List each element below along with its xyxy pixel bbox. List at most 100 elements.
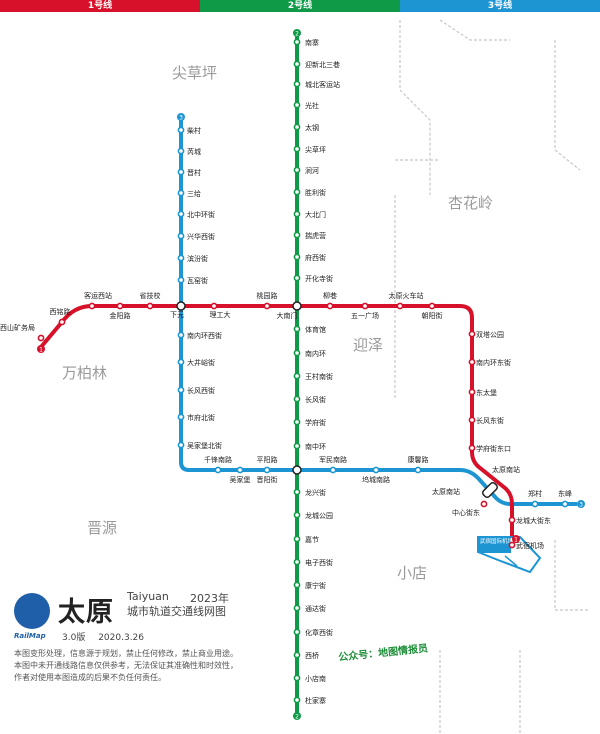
station-name: 西铭路 (50, 307, 71, 316)
version-date: 2020.3.26 (98, 633, 145, 643)
map-subtitle: 城市轨道交通线网图 (127, 605, 226, 618)
station-name: 胜利街 (305, 188, 326, 197)
station-marker (177, 276, 185, 284)
notice-line: 本图变形处理，信息源于规划，禁止任何修改，禁止商业用途。 (14, 649, 238, 658)
station-name: 军民南路 (319, 455, 347, 464)
station-name: 长风东街 (476, 416, 504, 425)
svg-text:1: 1 (39, 347, 43, 354)
station-name: 滨汾街 (187, 254, 208, 263)
district-label: 尖草坪 (172, 64, 217, 82)
line1-badge-left (37, 345, 45, 353)
station-marker (177, 386, 185, 394)
district-label: 杏花岭 (448, 194, 493, 212)
station-marker (116, 302, 124, 310)
station-name: 太原南站 (492, 465, 520, 474)
station-marker (263, 302, 271, 310)
station-name: 通达街 (305, 604, 326, 613)
station-name: 南寨 (305, 38, 319, 47)
svg-text:2: 2 (295, 714, 299, 721)
station-marker (293, 674, 301, 682)
station-name: 客运西站 (84, 291, 112, 300)
station-marker (293, 349, 301, 357)
line-end-badges: 2 2 3 3 1 1 (37, 29, 585, 721)
station-name: 南内环 (305, 349, 326, 358)
interchange-xiayuan (176, 301, 186, 311)
station-marker (214, 466, 222, 474)
station-name: 南内环西街 (187, 331, 222, 340)
planned-lines (394, 19, 590, 734)
station-name: 柴村 (187, 126, 201, 135)
svg-text:3: 3 (579, 502, 583, 509)
station-name: 南中环 (305, 442, 326, 451)
map-title: 太原 (58, 597, 114, 628)
station-marker (293, 395, 301, 403)
station-marker (177, 210, 185, 218)
station-name: 三给 (187, 189, 201, 198)
station-marker (177, 168, 185, 176)
station-marker (468, 358, 476, 366)
station-name: 金阳路 (110, 311, 131, 320)
station-marker (468, 330, 476, 338)
station-name: 学府街 (305, 418, 326, 427)
line3-track (179, 118, 577, 506)
station-marker (88, 302, 96, 310)
station-marker (293, 145, 301, 153)
station-name: 平阳路 (257, 455, 278, 464)
station-marker (37, 334, 45, 342)
station-name: 东太堡 (476, 388, 497, 397)
station-marker (468, 416, 476, 424)
station-name: 桃园路 (257, 291, 278, 300)
version-info: 3.0版 2020.3.26 (62, 630, 144, 643)
line2-badge-top (293, 29, 301, 37)
station-marker (177, 331, 185, 339)
station-marker (293, 101, 301, 109)
line2-legend: 2号线 (200, 0, 400, 12)
station-name: 康宁街 (305, 581, 326, 590)
station-names: 西山矿务局西铭路客运西站金阳路省技校下元理工大桃园路大南门柳巷五一广场太原火车站… (0, 38, 572, 705)
interchange-dananmen (292, 301, 302, 311)
station-marker (293, 442, 301, 450)
station-marker (177, 126, 185, 134)
svg-text:武宿国际机场: 武宿国际机场 (480, 537, 514, 545)
station-marker (561, 500, 569, 508)
station-marker (293, 511, 301, 519)
station-name: 东峰 (558, 489, 572, 498)
station-marker (177, 358, 185, 366)
station-name: 吴家堡北街 (187, 441, 222, 450)
station-name: 芮城 (187, 147, 201, 156)
station-marker (480, 500, 488, 508)
station-name: 郑村 (528, 489, 542, 498)
station-name: 南内环东街 (476, 358, 511, 367)
station-name: 揣虎营 (305, 231, 326, 240)
station-marker (293, 628, 301, 636)
station-marker (293, 418, 301, 426)
station-name: 化章西街 (305, 628, 333, 637)
notice-line: 本图中未开通线路信息仅供参考，无法保证其准确性和时效性， (14, 661, 238, 670)
station-name: 太原火车站 (389, 291, 424, 300)
interchange-stations (176, 301, 498, 498)
station-marker (396, 302, 404, 310)
station-marker (293, 38, 301, 46)
station-name: 理工大 (210, 310, 231, 319)
station-name: 兴华西街 (187, 232, 215, 241)
station-marker (293, 123, 301, 131)
station-name: 开化寺街 (305, 274, 333, 283)
line3-badge-right (577, 500, 585, 508)
station-name: 康馨路 (408, 455, 429, 464)
station-dots (37, 38, 569, 704)
station-marker (468, 388, 476, 396)
station-name: 体育馆 (305, 325, 326, 334)
svg-text:3: 3 (179, 115, 183, 122)
line-legend-bar: 1号线 2号线 3号线 (0, 0, 600, 12)
brand-label: RailMap (14, 632, 46, 640)
line1-track (39, 304, 514, 537)
station-name: 龙兴街 (305, 488, 326, 497)
airport-icon: 武宿国际机场 (477, 536, 542, 574)
railmap-logo-icon (14, 593, 50, 629)
station-marker (468, 444, 476, 452)
station-marker (263, 466, 271, 474)
station-name: 光社 (305, 101, 319, 110)
station-marker (508, 516, 516, 524)
district-label: 晋源 (87, 519, 117, 537)
station-marker (177, 413, 185, 421)
